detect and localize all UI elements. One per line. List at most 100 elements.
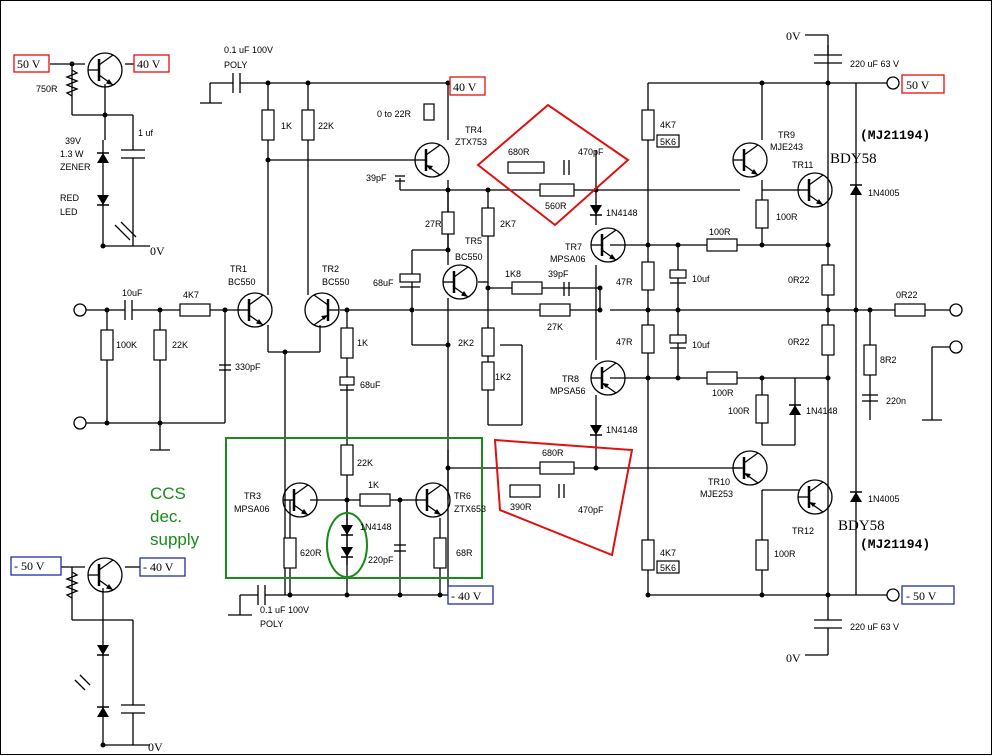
poly-top-label-1: 0.1 uF 100V	[224, 45, 273, 55]
tr4-type-label: ZTX753	[455, 137, 487, 147]
tr8-type-label: MPSA56	[550, 386, 586, 396]
r-100r-top-label: 100R	[776, 212, 798, 222]
zener-label-1: 39V	[65, 136, 81, 146]
resistors	[100, 109, 926, 571]
cap-1uf-label: 1 uf	[138, 128, 154, 138]
comp-bot-390r-label: 390R	[510, 502, 532, 512]
tr1-label: TR1	[230, 264, 247, 274]
led-neg-icon	[96, 706, 110, 718]
input-ground-terminal[interactable]	[73, 416, 87, 430]
poly-bottom-label-2: POLY	[260, 619, 283, 629]
ccs-title-3: supply	[150, 530, 200, 549]
tr10-label: TR10	[708, 477, 730, 487]
tr5-label: TR5	[465, 236, 482, 246]
ccs-diode-a-icon	[340, 524, 354, 536]
r-27k-label: 27K	[547, 322, 563, 332]
speaker-out-terminal[interactable]	[949, 303, 963, 317]
tr4-label: TR4	[465, 125, 482, 135]
ccs-r-1k-label: 1K	[368, 480, 379, 490]
poly-bottom-label-1: 0.1 uF 100V	[260, 605, 309, 615]
ccs-diode-highlight	[326, 512, 368, 578]
pos50-terminal[interactable]	[886, 76, 900, 90]
input-neg50-box	[10, 556, 62, 576]
resistor-750r-label: 750R	[36, 84, 58, 94]
comp-top-560r-label: 560R	[545, 201, 567, 211]
tr6-label: TR6	[454, 491, 471, 501]
gnd-top-right-label: 0V	[786, 29, 801, 43]
tr7-label: TR7	[565, 242, 582, 252]
zener-label-2: 1.3 W	[60, 149, 84, 159]
input-terminal[interactable]	[73, 303, 87, 317]
c-220n-label: 220n	[886, 396, 906, 406]
cap-bottom-label: 220 uF 63 V	[850, 622, 899, 632]
comp-bot-470pf-label: 470pF	[578, 505, 604, 515]
tr9-type-label: MJE243	[770, 142, 803, 152]
bdy58-top-label: BDY58	[830, 151, 877, 167]
comp-top-680r-label: 680R	[508, 147, 530, 157]
bdy58-bottom-label: BDY58	[838, 518, 885, 534]
vas-c-68uf-label: 68uF	[373, 278, 394, 288]
gnd-top-left-label: 0V	[150, 244, 165, 258]
zener-diode-neg-icon	[96, 644, 110, 656]
input-pos50-box	[13, 54, 50, 73]
r-100k-label: 100K	[116, 340, 137, 350]
ccs-title-2: dec.	[150, 507, 182, 526]
d-top-label: 1N4148	[606, 208, 638, 218]
r-100r-bot-label: 100R	[774, 549, 796, 559]
neg50-terminal[interactable]	[886, 588, 900, 602]
c-330p-label: 330pF	[235, 362, 261, 372]
led-icon	[96, 194, 110, 206]
diode-1n4005-top-icon	[849, 184, 863, 196]
transistor-tr10	[731, 449, 769, 487]
r-27r-label: 27R	[425, 219, 442, 229]
tr3-type-label: MPSA06	[234, 504, 270, 514]
diode-1n4148-bottom-icon	[589, 424, 603, 436]
speaker-ground-terminal[interactable]	[949, 340, 963, 354]
capacitors	[219, 160, 687, 498]
ccs-diode-label: 1N4148	[360, 522, 392, 532]
rail-pos40-label: 40 V	[453, 80, 477, 94]
diode-1n4148-out-icon	[788, 404, 802, 416]
r-2k2-label: 2K2	[458, 338, 474, 348]
rail-neg40-box	[447, 585, 494, 605]
r-47r-b-label: 47R	[616, 337, 633, 347]
tr2-type-label: BC550	[322, 277, 350, 287]
comp-bot-680r-label: 680R	[542, 448, 564, 458]
tr8-label: TR8	[562, 374, 579, 384]
transistor-tr6	[414, 481, 452, 519]
regulator-transistor-neg	[86, 556, 124, 594]
transistor-tr4	[413, 141, 451, 179]
r-22k-label: 22K	[172, 340, 188, 350]
r-22k-a-label: 22K	[318, 121, 334, 131]
zener-diode-icon	[96, 152, 110, 164]
c-10uf-b-label: 10uf	[692, 340, 710, 350]
rail-pos50-box	[901, 74, 945, 94]
tr11-label: TR11	[792, 160, 813, 170]
adj-box	[423, 103, 435, 121]
gnd-bottom-left-label: 0V	[148, 740, 163, 754]
led-label-2: LED	[60, 207, 78, 217]
transistor-tr2	[303, 291, 341, 329]
r-5k6-a-box	[656, 134, 680, 148]
comp-bottom-highlight	[493, 438, 634, 557]
c-39p-b-label: 39pF	[548, 269, 569, 279]
r-100r-c-label: 100R	[728, 406, 750, 416]
zener-label-3: ZENER	[60, 162, 91, 172]
gnd-bottom-right-label: 0V	[786, 651, 801, 665]
mj21194-bottom-label: (MJ21194)	[860, 537, 930, 552]
junction-dots	[69, 61, 873, 748]
tr1-type-label: BC550	[228, 277, 256, 287]
comp-top-highlight	[476, 103, 630, 227]
ccs-c-220p-label: 220pF	[368, 555, 394, 565]
r-4k7-label: 4K7	[183, 290, 199, 300]
r-8r2-label: 8R2	[880, 355, 897, 365]
tr9-label: TR9	[778, 130, 795, 140]
ccs-r-22k-label: 22K	[357, 458, 373, 468]
output-neg40-box	[139, 557, 186, 577]
r-5k6-b-box	[656, 560, 680, 574]
tr2-label: TR2	[322, 264, 339, 274]
mj21194-top-label: (MJ21194)	[860, 128, 930, 143]
d-1n4005-a-label: 1N4005	[868, 188, 900, 198]
diode-1n4148-top-icon	[589, 204, 603, 216]
